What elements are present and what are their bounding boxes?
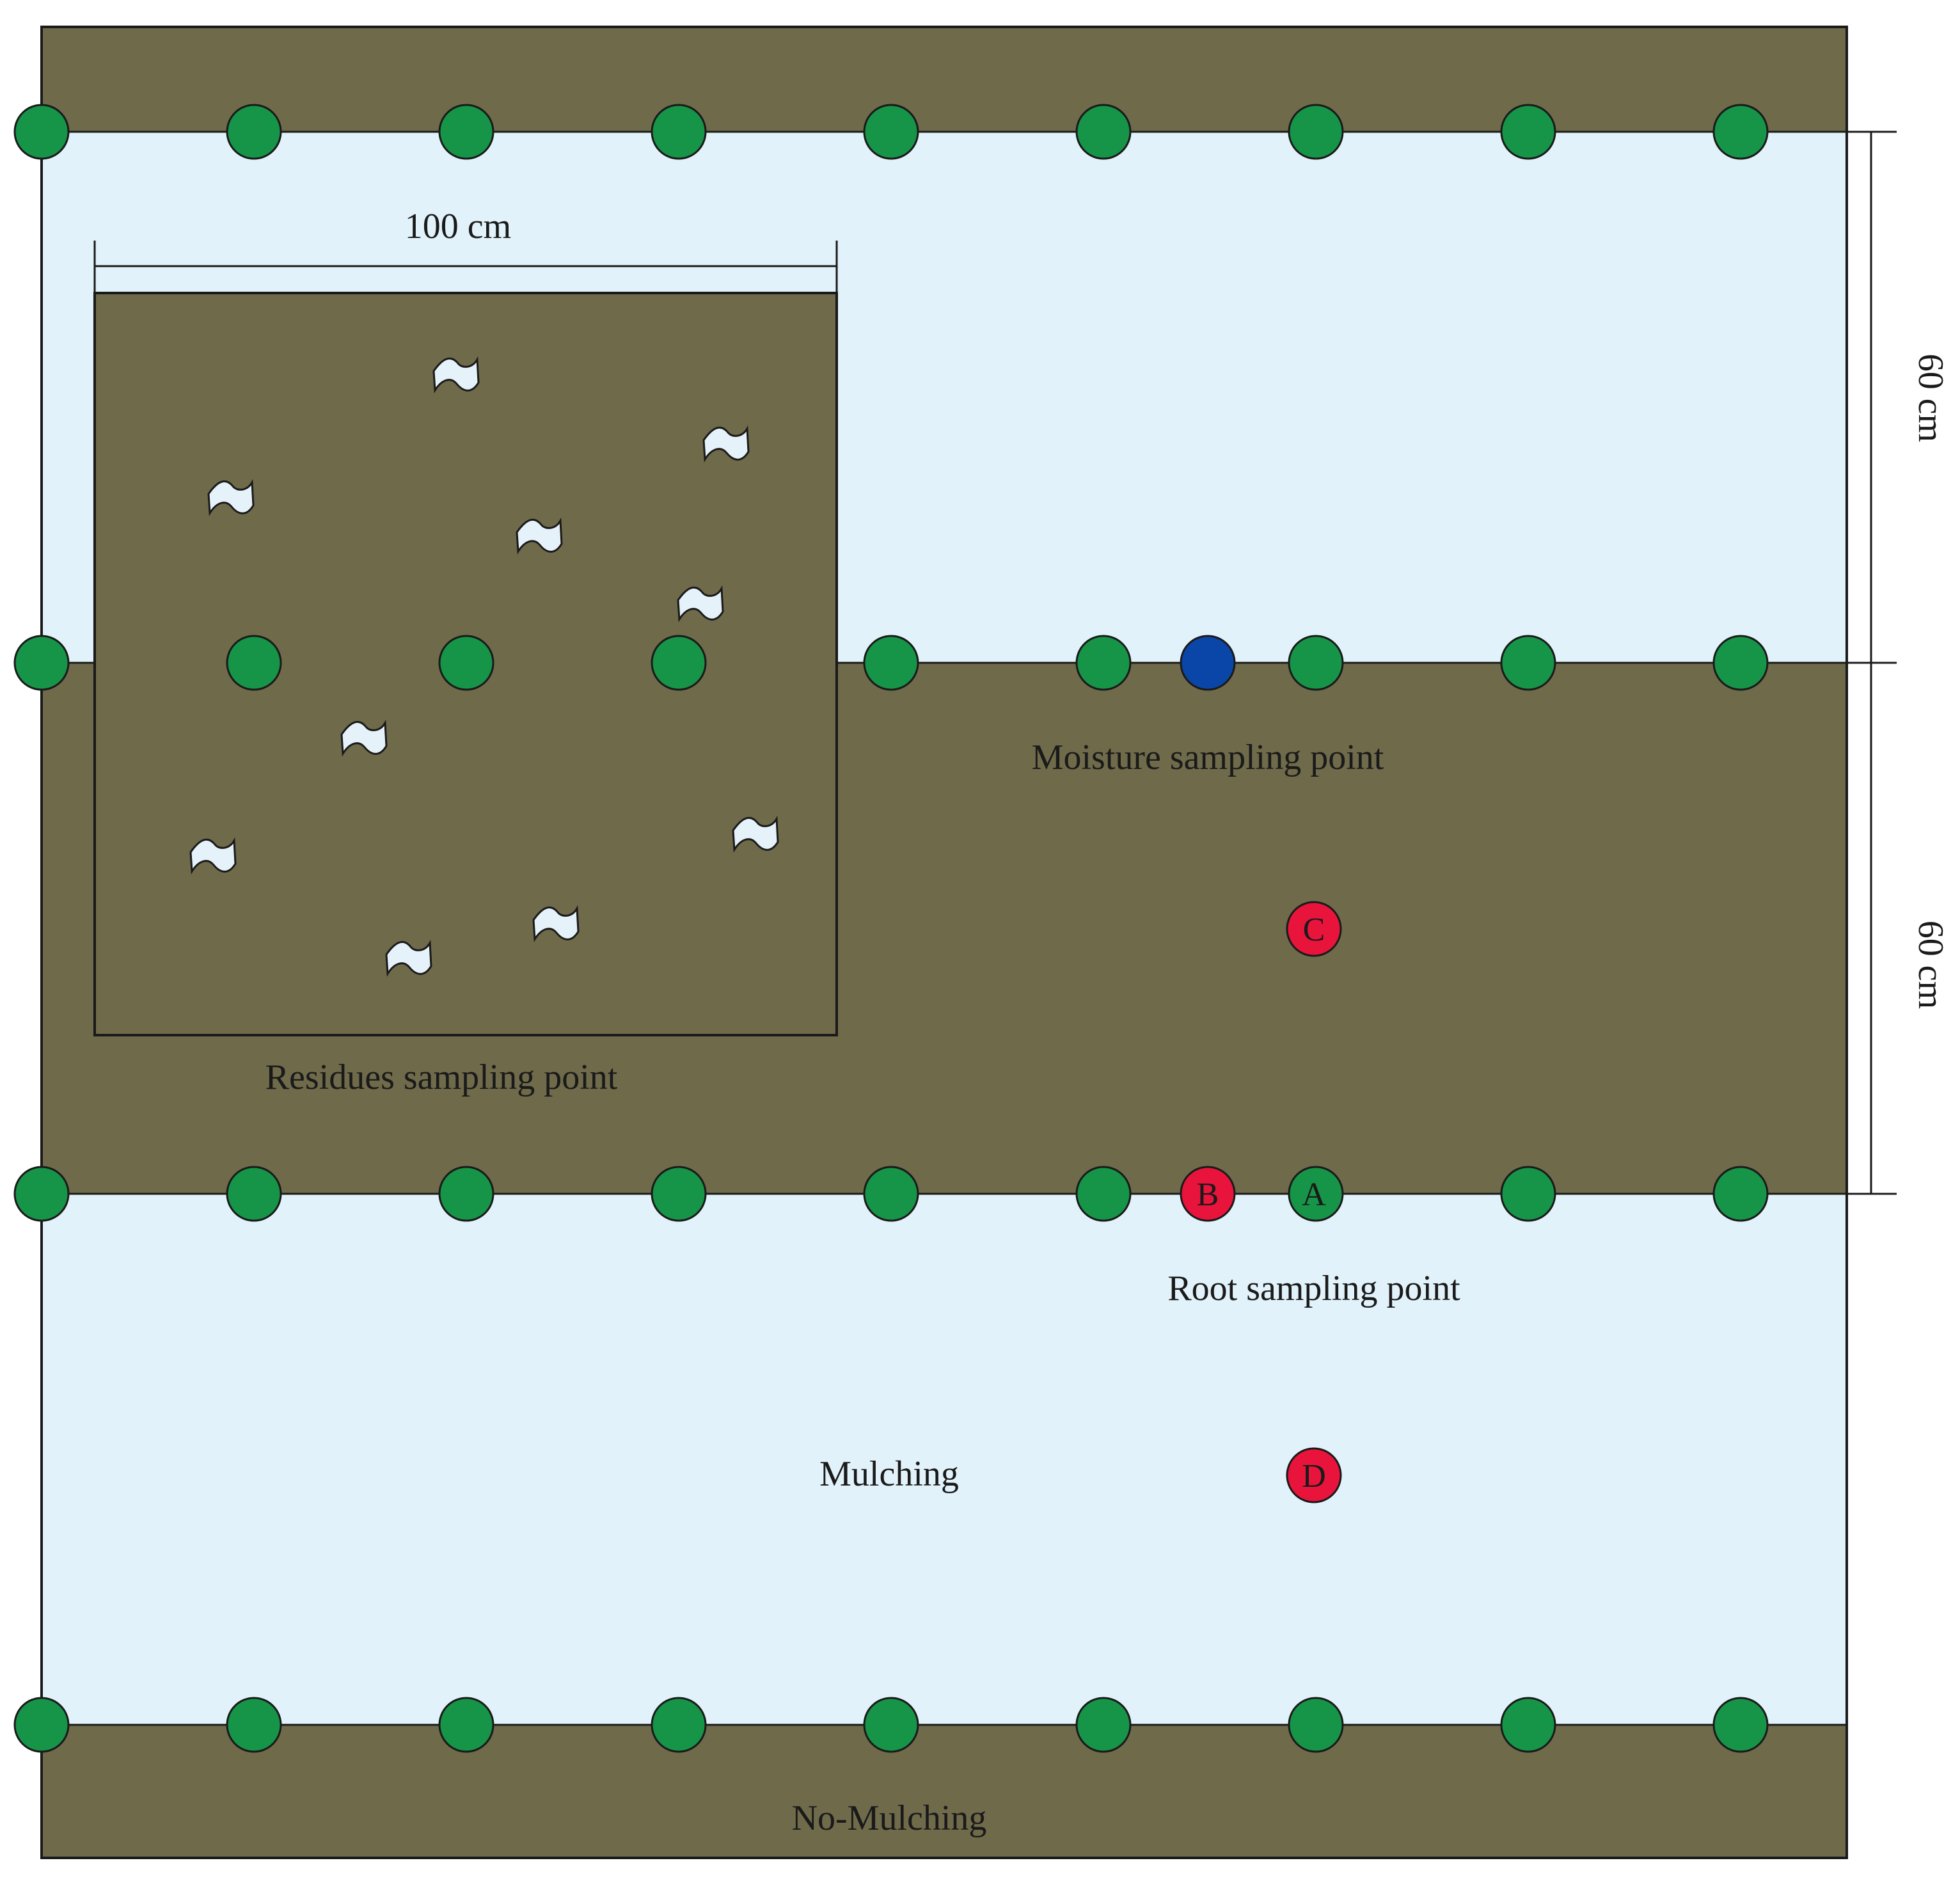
plant-r2-c1: [13, 635, 70, 691]
plant-r4-c3: [438, 1697, 494, 1753]
plant-r2-c6: [1075, 635, 1132, 691]
plant-r3-c2: [226, 1166, 282, 1222]
plant-r2-c4: [651, 635, 707, 691]
root-point-d-letter: D: [1302, 1458, 1326, 1494]
width-dimension: [93, 241, 838, 293]
plant-r1-c5: [863, 104, 919, 160]
plant-r1-c4: [651, 104, 707, 160]
field-outline: [40, 26, 1848, 1859]
height-dimension-label-lower: 60 cm: [1911, 921, 1950, 1009]
root-point-b: B: [1180, 1166, 1236, 1222]
plant-r4-c7: [1288, 1697, 1344, 1753]
plant-r4-c9: [1712, 1697, 1769, 1753]
no-mulching-strip-top: [42, 27, 1847, 132]
plant-r2-c8: [1500, 635, 1556, 691]
plant-r2-c3: [438, 635, 494, 691]
plant-r3-c5: [863, 1166, 919, 1222]
root-point-c-dot: [1286, 901, 1342, 957]
width-dimension-label: 100 cm: [405, 207, 511, 246]
plant-r4-c8: [1500, 1697, 1556, 1753]
plant-r3-c1: [13, 1166, 70, 1222]
root-sampling-label: Root sampling point: [1167, 1269, 1460, 1308]
height-dimension-label-upper: 60 cm: [1911, 354, 1950, 442]
root-point-b-letter: B: [1197, 1177, 1219, 1213]
plant-r2-c5: [863, 635, 919, 691]
no-mulching-strip-bottom: [42, 1725, 1847, 1858]
root-point-a-letter: A: [1302, 1177, 1326, 1213]
plant-r4-c2: [226, 1697, 282, 1753]
no-mulching-label: No-Mulching: [792, 1798, 987, 1838]
moisture-sampling-label: Moisture sampling point: [1032, 738, 1384, 777]
moisture-sampling-dot: [1180, 635, 1236, 691]
plant-r3-c6: [1075, 1166, 1132, 1222]
plant-r2-c7: [1288, 635, 1344, 691]
residues-sampling-label: Residues sampling point: [265, 1058, 618, 1097]
plant-r1-c8: [1500, 104, 1556, 160]
plant-r1-c7: [1288, 104, 1344, 160]
plant-r3-c3: [438, 1166, 494, 1222]
mulching-label: Mulching: [819, 1454, 959, 1494]
root-point-d-dot: [1286, 1447, 1342, 1503]
plant-r4-c1: [13, 1697, 70, 1753]
plant-r3-c4: [651, 1166, 707, 1222]
plant-r1-c1: [13, 104, 70, 160]
root-point-b-dot: [1180, 1166, 1236, 1222]
root-point-a: A: [1302, 1177, 1326, 1213]
plant-r3-c8: [1500, 1166, 1556, 1222]
height-dimension: [1847, 131, 1897, 1195]
plant-r4-c6: [1075, 1697, 1132, 1753]
root-point-d: D: [1286, 1447, 1342, 1503]
plant-r2-c2: [226, 635, 282, 691]
plant-r2-c9: [1712, 635, 1769, 691]
plant-r3-c9: [1712, 1166, 1769, 1222]
plant-r4-c4: [651, 1697, 707, 1753]
root-point-c-letter: C: [1303, 912, 1325, 948]
root-point-c: C: [1286, 901, 1342, 957]
plant-r1-c9: [1712, 104, 1769, 160]
mulching-strip-lower: [42, 1194, 1847, 1725]
plant-r3-c7: [1288, 1166, 1344, 1222]
plant-r4-c5: [863, 1697, 919, 1753]
plant-r1-c2: [226, 104, 282, 160]
plant-points: [13, 104, 1769, 1753]
plant-r1-c3: [438, 104, 494, 160]
plant-r1-c6: [1075, 104, 1132, 160]
